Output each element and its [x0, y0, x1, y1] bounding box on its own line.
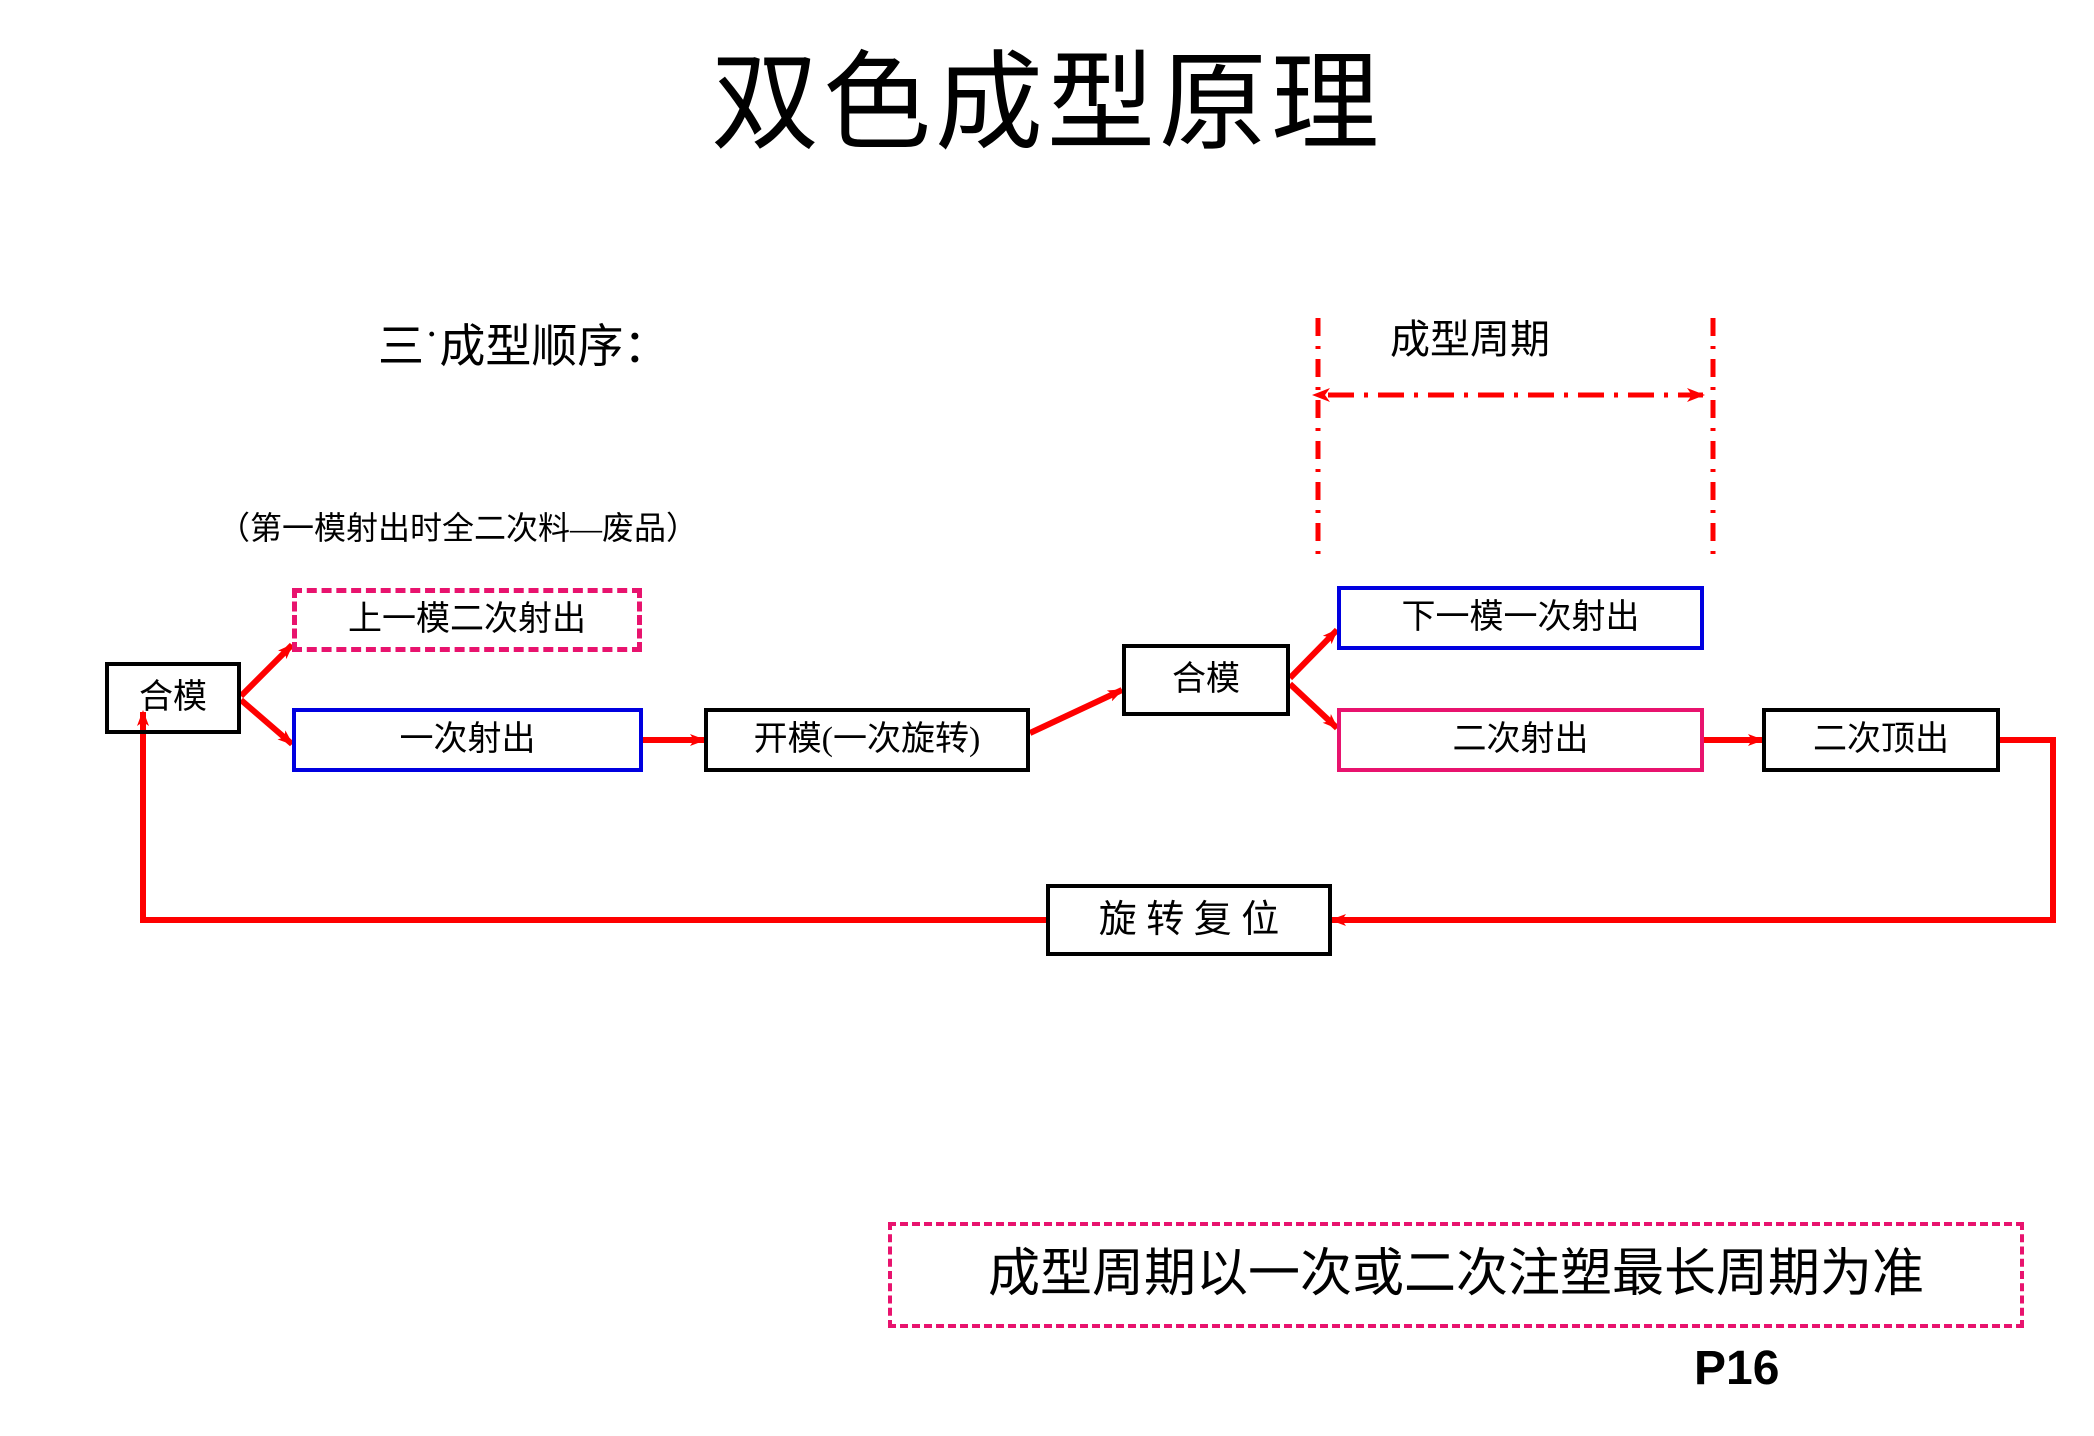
node-next-first-shot[interactable]: 下一模一次射出	[1337, 586, 1704, 650]
footer-callout-text: 成型周期以一次或二次注塑最长周期为准	[987, 1246, 1924, 1303]
node-label: 合模	[139, 679, 207, 716]
node-second-eject[interactable]: 二次顶出	[1762, 708, 2000, 772]
node-open-mold-rotate[interactable]: 开模(一次旋转)	[704, 708, 1030, 772]
node-prev-second-shot[interactable]: 上一模二次射出	[292, 588, 642, 652]
arrow-close2-to-next-first-shot	[1287, 627, 1340, 681]
footer-callout: 成型周期以一次或二次注塑最长周期为准	[888, 1222, 2024, 1328]
arrow-close2-to-second-shot	[1287, 681, 1340, 731]
node-label: 下一模一次射出	[1401, 599, 1640, 636]
note-text: （第一模射出时全二次料—废品）	[218, 510, 699, 546]
node-label: 合模	[1172, 661, 1240, 698]
arrow-open-mold-to-close2	[1028, 687, 1124, 736]
node-rotate-reset[interactable]: 旋 转 复 位	[1046, 884, 1332, 956]
node-mold-close-1[interactable]: 合模	[105, 662, 241, 734]
node-label: 上一模二次射出	[348, 601, 586, 638]
node-label: 二次射出	[1452, 721, 1589, 758]
section-heading: 三˙成型顺序：	[378, 321, 670, 372]
node-label: 开模(一次旋转)	[753, 721, 981, 758]
cycle-period-label: 成型周期	[1390, 317, 1550, 362]
node-label: 一次射出	[399, 721, 536, 758]
node-mold-close-2[interactable]: 合模	[1122, 644, 1290, 716]
page-title: 双色成型原理	[710, 45, 1383, 164]
node-second-shot[interactable]: 二次射出	[1337, 708, 1704, 772]
arrow-close1-to-first-shot	[239, 697, 294, 747]
arrow-close1-to-prev-second-shot	[238, 642, 295, 699]
node-label: 二次顶出	[1813, 721, 1949, 758]
node-first-shot[interactable]: 一次射出	[292, 708, 643, 772]
page-number: P16	[1694, 1342, 1780, 1395]
node-label: 旋 转 复 位	[1098, 899, 1280, 941]
